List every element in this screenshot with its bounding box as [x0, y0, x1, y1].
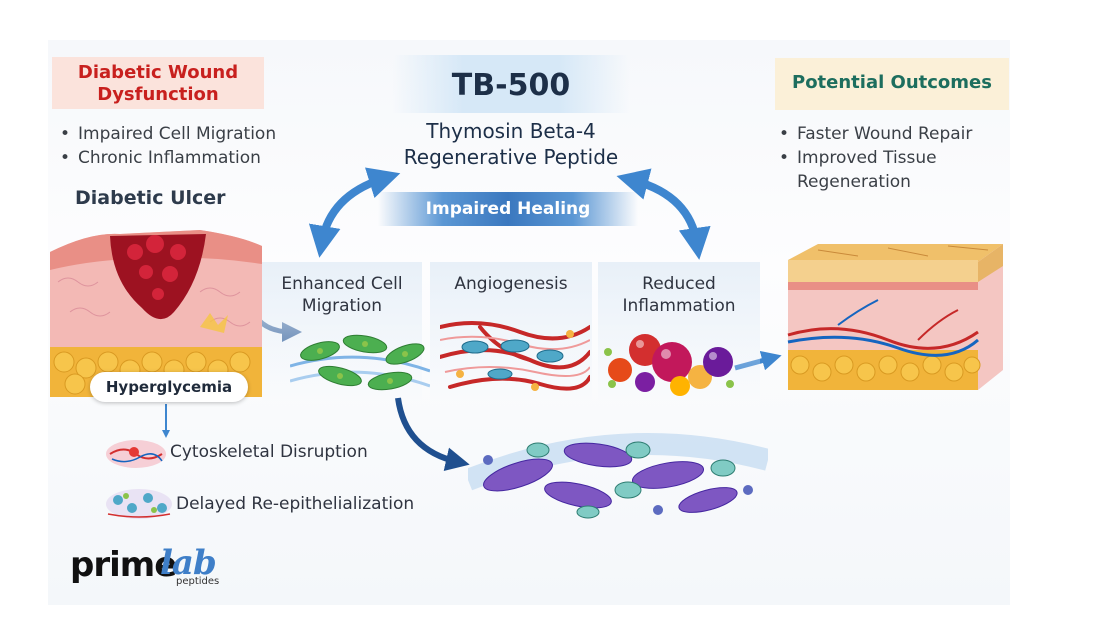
logo-prime-text: prime: [70, 545, 177, 585]
outcomes-item: Improved Tissue Regeneration: [775, 146, 972, 194]
logo-peptides-text: peptides: [176, 576, 220, 587]
hyperglycemia-badge: Hyperglycemia: [90, 372, 248, 402]
dysfunction-item: Impaired Cell Migration: [56, 122, 276, 146]
tb500-title: TB-500: [451, 68, 571, 103]
outcomes-item2-line2: Regeneration: [797, 172, 911, 192]
tb500-subtitle: Thymosin Beta-4 Regenerative Peptide: [360, 118, 662, 170]
outcomes-title: Potential Outcomes: [792, 72, 992, 93]
outcomes-item2-line1: Improved Tissue: [797, 148, 937, 168]
impaired-healing-banner: Impaired Healing: [378, 192, 638, 226]
healed-skin-illustration: [787, 244, 1003, 390]
inflammation-label-line1: Reduced: [642, 274, 716, 294]
tb500-subtitle-line1: Thymosin Beta-4: [426, 119, 596, 143]
migration-label-line2: Migration: [301, 296, 383, 316]
migration-label: Enhanced Cell Migration: [262, 273, 422, 317]
outcomes-header-bg: [775, 58, 1009, 110]
angiogenesis-illustration: [440, 321, 590, 391]
left-curved-double-arrow: [308, 167, 401, 258]
diabetic-ulcer-title: Diabetic Ulcer: [75, 187, 226, 209]
cytoskeletal-disruption-label: Cytoskeletal Disruption: [170, 442, 368, 462]
tb500-banner: [392, 55, 630, 113]
migration-down-arrow: [395, 397, 470, 472]
inflammation-label: Reduced Inflammation: [598, 273, 760, 317]
angiogenesis-label: Angiogenesis: [454, 274, 568, 294]
tb500-subtitle-line2: Regenerative Peptide: [403, 145, 619, 169]
migration-label-line1: Enhanced Cell: [281, 274, 403, 294]
logo-lab-text: lab: [160, 543, 217, 583]
delayed-reepithelialization-label: Delayed Re-epithelialization: [176, 494, 415, 514]
outcomes-item: Faster Wound Repair: [775, 122, 972, 146]
diabetic-ulcer-illustration: [50, 230, 262, 397]
migration-cells-illustration: [290, 334, 430, 391]
inflammation-illustration: [604, 334, 734, 396]
right-curved-double-arrow: [616, 168, 711, 260]
dysfunction-list: Impaired Cell Migration Chronic Inflamma…: [56, 122, 276, 170]
dysfunction-item: Chronic Inflammation: [56, 146, 276, 170]
delayed-reepithelialization-icon: [106, 489, 172, 519]
cytoskeletal-disruption-icon: [106, 440, 166, 468]
inflammation-label-line2: Inflammation: [622, 296, 736, 316]
dysfunction-title: Diabetic Wound Dysfunction: [77, 62, 239, 105]
dysfunction-header-bg: [52, 57, 264, 109]
outcomes-list: Faster Wound Repair Improved Tissue Rege…: [775, 122, 972, 194]
regenerating-cells-illustration: [468, 433, 768, 519]
